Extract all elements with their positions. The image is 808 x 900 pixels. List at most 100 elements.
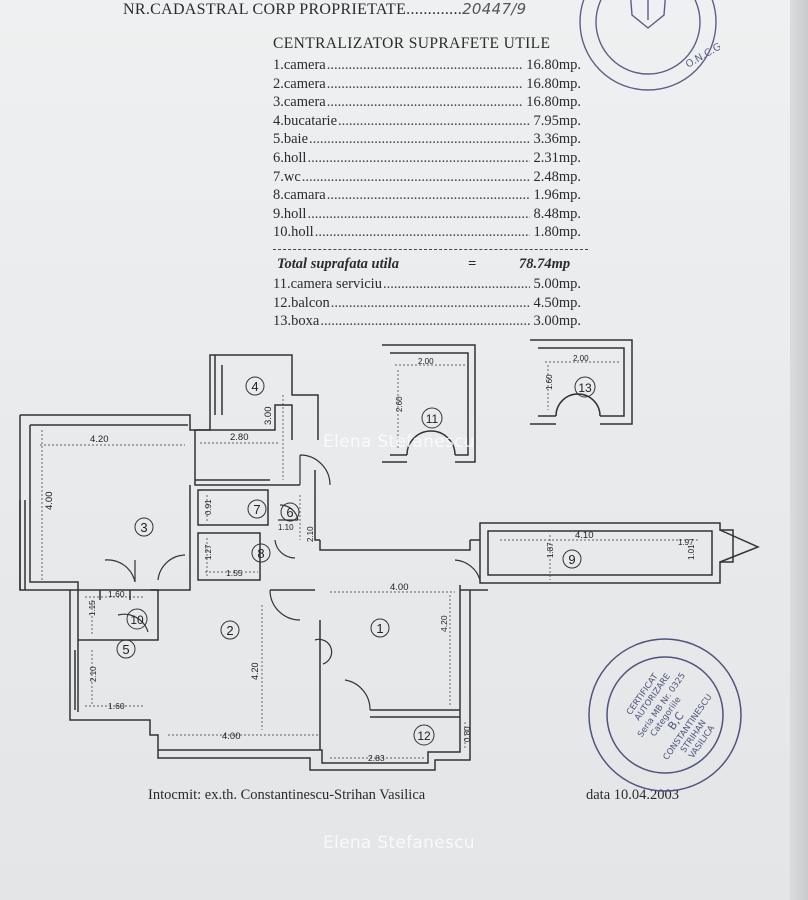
row-label: 11.camera serviciu [273,275,382,292]
dim-r1-h: 4.20 [439,615,449,632]
room-number-4: 4 [251,379,258,394]
dim-r7-w: 1.10 [278,523,294,532]
dim-r2-w: 4.00 [222,731,241,742]
dim-r10-h: 1.15 [88,600,97,616]
row-label: 6.holl [273,149,307,166]
dim-r8-h: 1.27 [204,544,213,560]
dim-r6-h: 2.10 [306,526,315,542]
summary-row: 7.wc....................................… [273,169,603,188]
summary-title: CENTRALIZATOR SUPRAFETE UTILE [273,35,551,52]
dim-r5-h: 2.10 [89,666,98,682]
summary-row: 6.holl..................................… [273,150,603,169]
room-number-3: 3 [140,520,147,535]
row-label: 2.camera [273,75,326,92]
room-number-1: 1 [376,621,383,636]
row-value: 16.80mp. [526,75,581,92]
row-label: 1.camera [273,57,326,73]
summary-row: 8.camara................................… [273,187,603,206]
dim-r13-w: 2.00 [573,354,589,363]
interior-walls [19,355,460,750]
summary-total: Total suprafata utila = 78.74mp [273,256,603,276]
summary-row: 1.camera................................… [273,57,603,76]
row-label: 13.boxa [273,313,320,330]
row-label: 4.bucatarie [273,112,338,129]
room-marker: 1 [370,618,390,638]
dim-r7-h: 0.91 [204,499,213,515]
row-label: 12.balcon [273,294,330,311]
dim-r3-h: 4.00 [44,492,55,511]
dim-r1-w: 4.00 [390,582,409,593]
row-leader: ........................................… [307,205,530,222]
room-number-5: 5 [122,642,129,657]
row-leader: ........................................… [326,75,523,92]
dim-r9-h: 1.87 [546,542,555,558]
cadastral-label: NR.CADASTRAL CORP PROPRIETATE [123,1,407,18]
row-leader: ........................................… [330,294,531,311]
room-number-2: 2 [226,623,233,638]
row-value: 8.48mp. [533,205,581,222]
summary-row: 5.baie..................................… [273,131,603,150]
room-number-10: 10 [130,613,144,627]
row-leader: ........................................… [301,168,531,185]
floor-plan: 1 2 3 4 5 6 7 8 9 10 11 12 13 4.20 4.00 … [19,339,760,771]
stamp-top: O.N.C.G.C [560,0,720,110]
dim-r10-w: 1.60 [108,589,125,599]
row-value: 16.80mp. [526,94,581,111]
watermark-bottom: Elena Stefanescu [323,833,475,853]
row-label: 9.holl [273,205,307,222]
total-eq: = [468,255,477,272]
row-value: 4.50mp. [533,294,581,311]
outer-walls [19,354,760,771]
row-label: 8.camara [273,187,326,204]
row-value: 2.31mp. [533,149,581,166]
dimension-lines [40,361,700,759]
row-leader: ........................................… [338,112,531,129]
total-value: 78.74mp [519,255,571,272]
row-leader: ........................................… [309,131,531,148]
summary-rows: 1.camera................................… [273,57,603,243]
row-value: 5.00mp. [533,275,581,292]
dim-r12-w: 2.83 [368,753,385,763]
dim-r9-h2: 1.01 [687,544,696,560]
dim-r9-w2: 1.97 [678,538,694,547]
summary-row: 12.balcon...............................… [273,295,603,314]
room-number-12: 12 [417,729,431,743]
summary-row: 4.bucatarie.............................… [273,113,603,132]
dim-r8-w: 1.55 [226,568,243,578]
annex-rooms [382,339,633,463]
stamp-certification-icon: CERTIFICAT AUTORIZARE Seria MB Nr. 0325 … [588,638,742,792]
total-label: Total suprafata utila [277,255,399,272]
summary-divider [273,248,588,250]
row-leader: ........................................… [307,149,530,166]
row-value: 3.36mp. [533,131,581,148]
room-number-6: 6 [286,505,293,520]
dim-r11-h: 2.60 [395,396,404,412]
row-label: 3.camera [273,94,326,111]
summary-row: 3.camera................................… [273,94,603,113]
room-number-7: 7 [253,502,260,517]
row-value: 2.48mp. [533,168,581,185]
dim-r13-h: 1.60 [545,374,554,390]
room-number-9: 9 [568,552,575,567]
dim-r9-w: 4.10 [575,530,594,541]
surface-summary: CENTRALIZATOR SUPRAFETE UTILE 1.camera..… [273,35,603,332]
dim-r11-w: 2.00 [418,357,434,366]
summary-row: 9.holl..................................… [273,206,603,225]
row-label: 7.wc [273,168,301,185]
document-page [0,0,790,900]
row-value: 7.95mp. [533,112,581,129]
summary-row: 11.camera serviciu......................… [273,276,603,295]
row-value: 1.80mp. [533,224,581,241]
dim-r3-w: 4.20 [90,434,109,445]
summary-extra-rows: 11.camera serviciu......................… [273,276,603,332]
row-leader: ........................................… [314,224,531,241]
cadastral-header: NR.CADASTRAL CORP PROPRIETATE...........… [123,0,527,18]
cadastral-number: 20447/9 [462,0,527,18]
row-leader: ........................................… [326,57,523,73]
dimension-labels: 4.20 4.00 2.80 3.00 0.91 1.10 2.10 1.27 … [44,354,696,763]
room-numbers: 1 2 3 4 5 6 7 8 9 10 11 12 13 [116,376,596,746]
summary-row: 13.boxa.................................… [273,313,603,332]
row-leader: ........................................… [326,94,523,111]
door-swings [104,454,481,711]
dim-r5-w: 1.60 [108,701,125,711]
